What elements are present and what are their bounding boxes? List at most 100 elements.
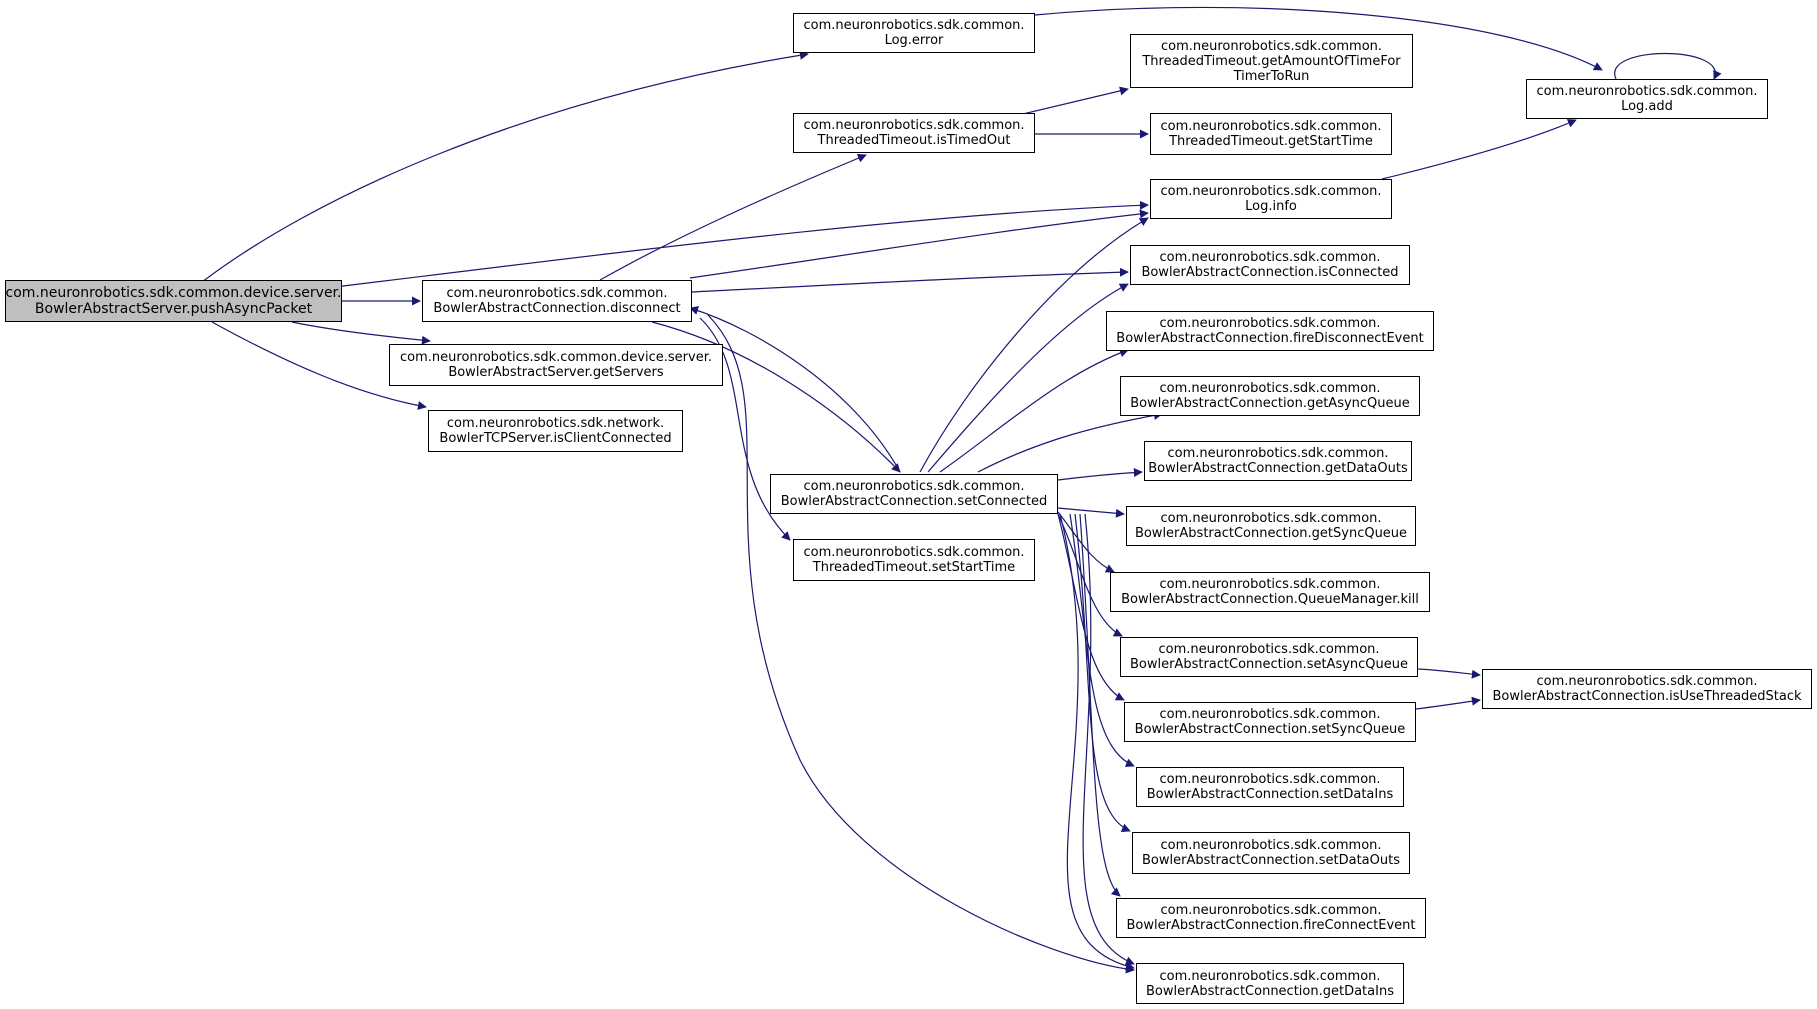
node-is-client-connected-line2: BowlerTCPServer.isClientConnected xyxy=(439,431,672,446)
node-get-data-ins-line1: com.neuronrobotics.sdk.common. xyxy=(1159,968,1381,984)
node-get-amount-of-time[interactable]: com.neuronrobotics.sdk.common. ThreadedT… xyxy=(1130,34,1413,88)
node-get-sync-queue-line1: com.neuronrobotics.sdk.common. xyxy=(1160,511,1382,526)
node-is-use-threaded-stack-line1: com.neuronrobotics.sdk.common. xyxy=(1536,674,1758,689)
edge-set-connected-get-data-ins-b xyxy=(1059,513,1135,971)
node-set-data-outs-line1: com.neuronrobotics.sdk.common. xyxy=(1160,838,1382,853)
node-get-amount-of-time-line1: com.neuronrobotics.sdk.common. xyxy=(1160,38,1383,54)
node-disconnect[interactable]: com.neuronrobotics.sdk.common. BowlerAbs… xyxy=(422,280,692,322)
node-is-timed-out-line2: ThreadedTimeout.isTimedOut xyxy=(817,133,1011,148)
node-queue-manager-kill-line2: BowlerAbstractConnection.QueueManager.ki… xyxy=(1121,592,1419,607)
node-get-data-outs-line2: BowlerAbstractConnection.getDataOuts xyxy=(1148,461,1408,476)
node-set-async-queue[interactable]: com.neuronrobotics.sdk.common. BowlerAbs… xyxy=(1120,637,1418,677)
node-get-sync-queue[interactable]: com.neuronrobotics.sdk.common. BowlerAbs… xyxy=(1126,506,1416,546)
node-log-error[interactable]: com.neuronrobotics.sdk.common. Log.error xyxy=(793,13,1035,53)
edge-root-is-client-connected xyxy=(211,321,427,410)
node-set-sync-queue-line2: BowlerAbstractConnection.setSyncQueue xyxy=(1134,722,1406,737)
node-get-amount-of-time-line2: ThreadedTimeout.getAmountOfTimeFor xyxy=(1142,53,1401,69)
edge-set-connected-get-data-ins-a xyxy=(1082,513,1135,966)
node-push-async-packet-line2: BowlerAbstractServer.pushAsyncPacket xyxy=(34,301,313,317)
node-log-add-line1: com.neuronrobotics.sdk.common. xyxy=(1536,84,1758,99)
node-get-amount-of-time-line3: TimerToRun xyxy=(1233,68,1310,84)
node-queue-manager-kill[interactable]: com.neuronrobotics.sdk.common. BowlerAbs… xyxy=(1110,572,1430,612)
node-push-async-packet[interactable]: com.neuronrobotics.sdk.common.device.ser… xyxy=(5,280,342,322)
node-disconnect-line2: BowlerAbstractConnection.disconnect xyxy=(433,301,681,316)
node-set-start-time-line1: com.neuronrobotics.sdk.common. xyxy=(803,545,1025,560)
node-is-client-connected[interactable]: com.neuronrobotics.sdk.network. BowlerTC… xyxy=(428,410,683,452)
edge-set-connected-log-info xyxy=(919,217,1149,473)
edge-set-connected-is-connected xyxy=(927,283,1129,473)
edge-set-sync-is-use-threaded xyxy=(1415,696,1481,710)
node-is-connected-line2: BowlerAbstractConnection.isConnected xyxy=(1141,265,1399,280)
node-fire-connect-event[interactable]: com.neuronrobotics.sdk.common. BowlerAbs… xyxy=(1116,898,1426,938)
node-log-info-line2: Log.info xyxy=(1245,199,1297,214)
node-log-add[interactable]: com.neuronrobotics.sdk.common. Log.add xyxy=(1526,79,1768,119)
node-is-use-threaded-stack[interactable]: com.neuronrobotics.sdk.common. BowlerAbs… xyxy=(1482,669,1812,709)
node-queue-manager-kill-line1: com.neuronrobotics.sdk.common. xyxy=(1159,577,1381,592)
edge-set-async-is-use-threaded xyxy=(1417,668,1481,679)
node-is-timed-out-line1: com.neuronrobotics.sdk.common. xyxy=(803,118,1025,133)
node-log-add-line2: Log.add xyxy=(1621,99,1673,114)
node-fire-disconnect-event-line2: BowlerAbstractConnection.fireDisconnectE… xyxy=(1116,331,1424,346)
node-get-servers[interactable]: com.neuronrobotics.sdk.common.device.ser… xyxy=(389,344,723,386)
node-set-async-queue-line2: BowlerAbstractConnection.setAsyncQueue xyxy=(1129,657,1409,672)
node-log-error-line2: Log.error xyxy=(884,33,944,48)
node-get-servers-line1: com.neuronrobotics.sdk.common.device.ser… xyxy=(400,350,712,365)
edge-set-connected-set-data-ins xyxy=(1069,513,1135,767)
node-fire-disconnect-event-line1: com.neuronrobotics.sdk.common. xyxy=(1159,316,1381,331)
node-get-start-time-line2: ThreadedTimeout.getStartTime xyxy=(1169,134,1373,149)
node-get-data-ins-line2: BowlerAbstractConnection.getDataIns xyxy=(1146,983,1394,999)
node-get-async-queue-line1: com.neuronrobotics.sdk.common. xyxy=(1159,381,1381,396)
node-set-sync-queue-line1: com.neuronrobotics.sdk.common. xyxy=(1159,707,1381,722)
node-set-start-time[interactable]: com.neuronrobotics.sdk.common. ThreadedT… xyxy=(793,539,1035,581)
edge-log-add-self xyxy=(1614,53,1722,80)
node-set-connected[interactable]: com.neuronrobotics.sdk.common. BowlerAbs… xyxy=(770,474,1058,514)
node-get-data-outs[interactable]: com.neuronrobotics.sdk.common. BowlerAbs… xyxy=(1144,441,1412,481)
edge-set-connected-queue-kill xyxy=(1057,511,1115,573)
edge-set-connected-disconnect xyxy=(689,306,901,473)
node-get-start-time-line1: com.neuronrobotics.sdk.common. xyxy=(1160,119,1382,134)
node-disconnect-line1: com.neuronrobotics.sdk.common. xyxy=(446,286,668,301)
node-log-info[interactable]: com.neuronrobotics.sdk.common. Log.info xyxy=(1150,179,1392,219)
node-fire-connect-event-line1: com.neuronrobotics.sdk.common. xyxy=(1160,903,1382,918)
node-is-use-threaded-stack-line2: BowlerAbstractConnection.isUseThreadedSt… xyxy=(1492,689,1802,704)
edge-log-info-log-add xyxy=(1381,119,1577,180)
node-fire-disconnect-event[interactable]: com.neuronrobotics.sdk.common. BowlerAbs… xyxy=(1106,311,1434,351)
node-get-async-queue-line2: BowlerAbstractConnection.getAsyncQueue xyxy=(1130,396,1410,411)
edge-disconnect-log-info xyxy=(689,209,1149,279)
node-set-sync-queue[interactable]: com.neuronrobotics.sdk.common. BowlerAbs… xyxy=(1124,702,1416,742)
node-push-async-packet-line1: com.neuronrobotics.sdk.common.device.ser… xyxy=(5,285,342,301)
node-set-connected-line1: com.neuronrobotics.sdk.common. xyxy=(803,479,1025,494)
node-set-start-time-line2: ThreadedTimeout.setStartTime xyxy=(812,560,1016,575)
node-set-connected-line2: BowlerAbstractConnection.setConnected xyxy=(780,494,1048,509)
edge-disconnect-set-start-time xyxy=(699,317,791,541)
node-set-data-ins-line1: com.neuronrobotics.sdk.common. xyxy=(1159,772,1381,787)
edge-set-connected-get-data-outs xyxy=(1057,468,1143,481)
node-log-info-line1: com.neuronrobotics.sdk.common. xyxy=(1160,184,1382,199)
node-is-connected-line1: com.neuronrobotics.sdk.common. xyxy=(1159,250,1381,265)
node-get-async-queue[interactable]: com.neuronrobotics.sdk.common. BowlerAbs… xyxy=(1120,376,1420,416)
edge-root-log-error xyxy=(201,50,809,283)
node-set-data-outs-line2: BowlerAbstractConnection.setDataOuts xyxy=(1142,853,1400,868)
edge-root-get-servers xyxy=(291,321,431,345)
edge-set-connected-fire-disconnect xyxy=(939,348,1129,473)
node-set-data-ins[interactable]: com.neuronrobotics.sdk.common. BowlerAbs… xyxy=(1136,767,1404,807)
node-set-async-queue-line1: com.neuronrobotics.sdk.common. xyxy=(1158,642,1380,657)
edge-set-connected-set-async-queue xyxy=(1057,513,1123,637)
edge-disconnect-set-connected xyxy=(651,321,901,473)
edge-set-connected-fire-connect xyxy=(1079,513,1121,897)
node-fire-connect-event-line2: BowlerAbstractConnection.fireConnectEven… xyxy=(1126,918,1416,933)
edge-disconnect-is-timed-out xyxy=(599,153,867,281)
node-set-data-ins-line2: BowlerAbstractConnection.setDataIns xyxy=(1146,787,1394,802)
edge-root-log-info xyxy=(301,200,1149,292)
node-set-data-outs[interactable]: com.neuronrobotics.sdk.common. BowlerAbs… xyxy=(1132,832,1410,874)
node-get-start-time[interactable]: com.neuronrobotics.sdk.common. ThreadedT… xyxy=(1150,113,1392,155)
edge-set-connected-get-async-queue xyxy=(977,410,1163,473)
node-log-error-line1: com.neuronrobotics.sdk.common. xyxy=(803,18,1025,33)
node-get-servers-line2: BowlerAbstractServer.getServers xyxy=(448,365,664,380)
edge-disconnect-is-connected xyxy=(691,267,1129,293)
node-is-timed-out[interactable]: com.neuronrobotics.sdk.common. ThreadedT… xyxy=(793,113,1035,153)
edge-log-error-log-add xyxy=(1034,6,1603,71)
node-get-data-ins[interactable]: com.neuronrobotics.sdk.common. BowlerAbs… xyxy=(1136,963,1404,1004)
edge-disconnect-get-data-ins xyxy=(707,314,1135,974)
node-is-connected[interactable]: com.neuronrobotics.sdk.common. BowlerAbs… xyxy=(1130,245,1410,285)
